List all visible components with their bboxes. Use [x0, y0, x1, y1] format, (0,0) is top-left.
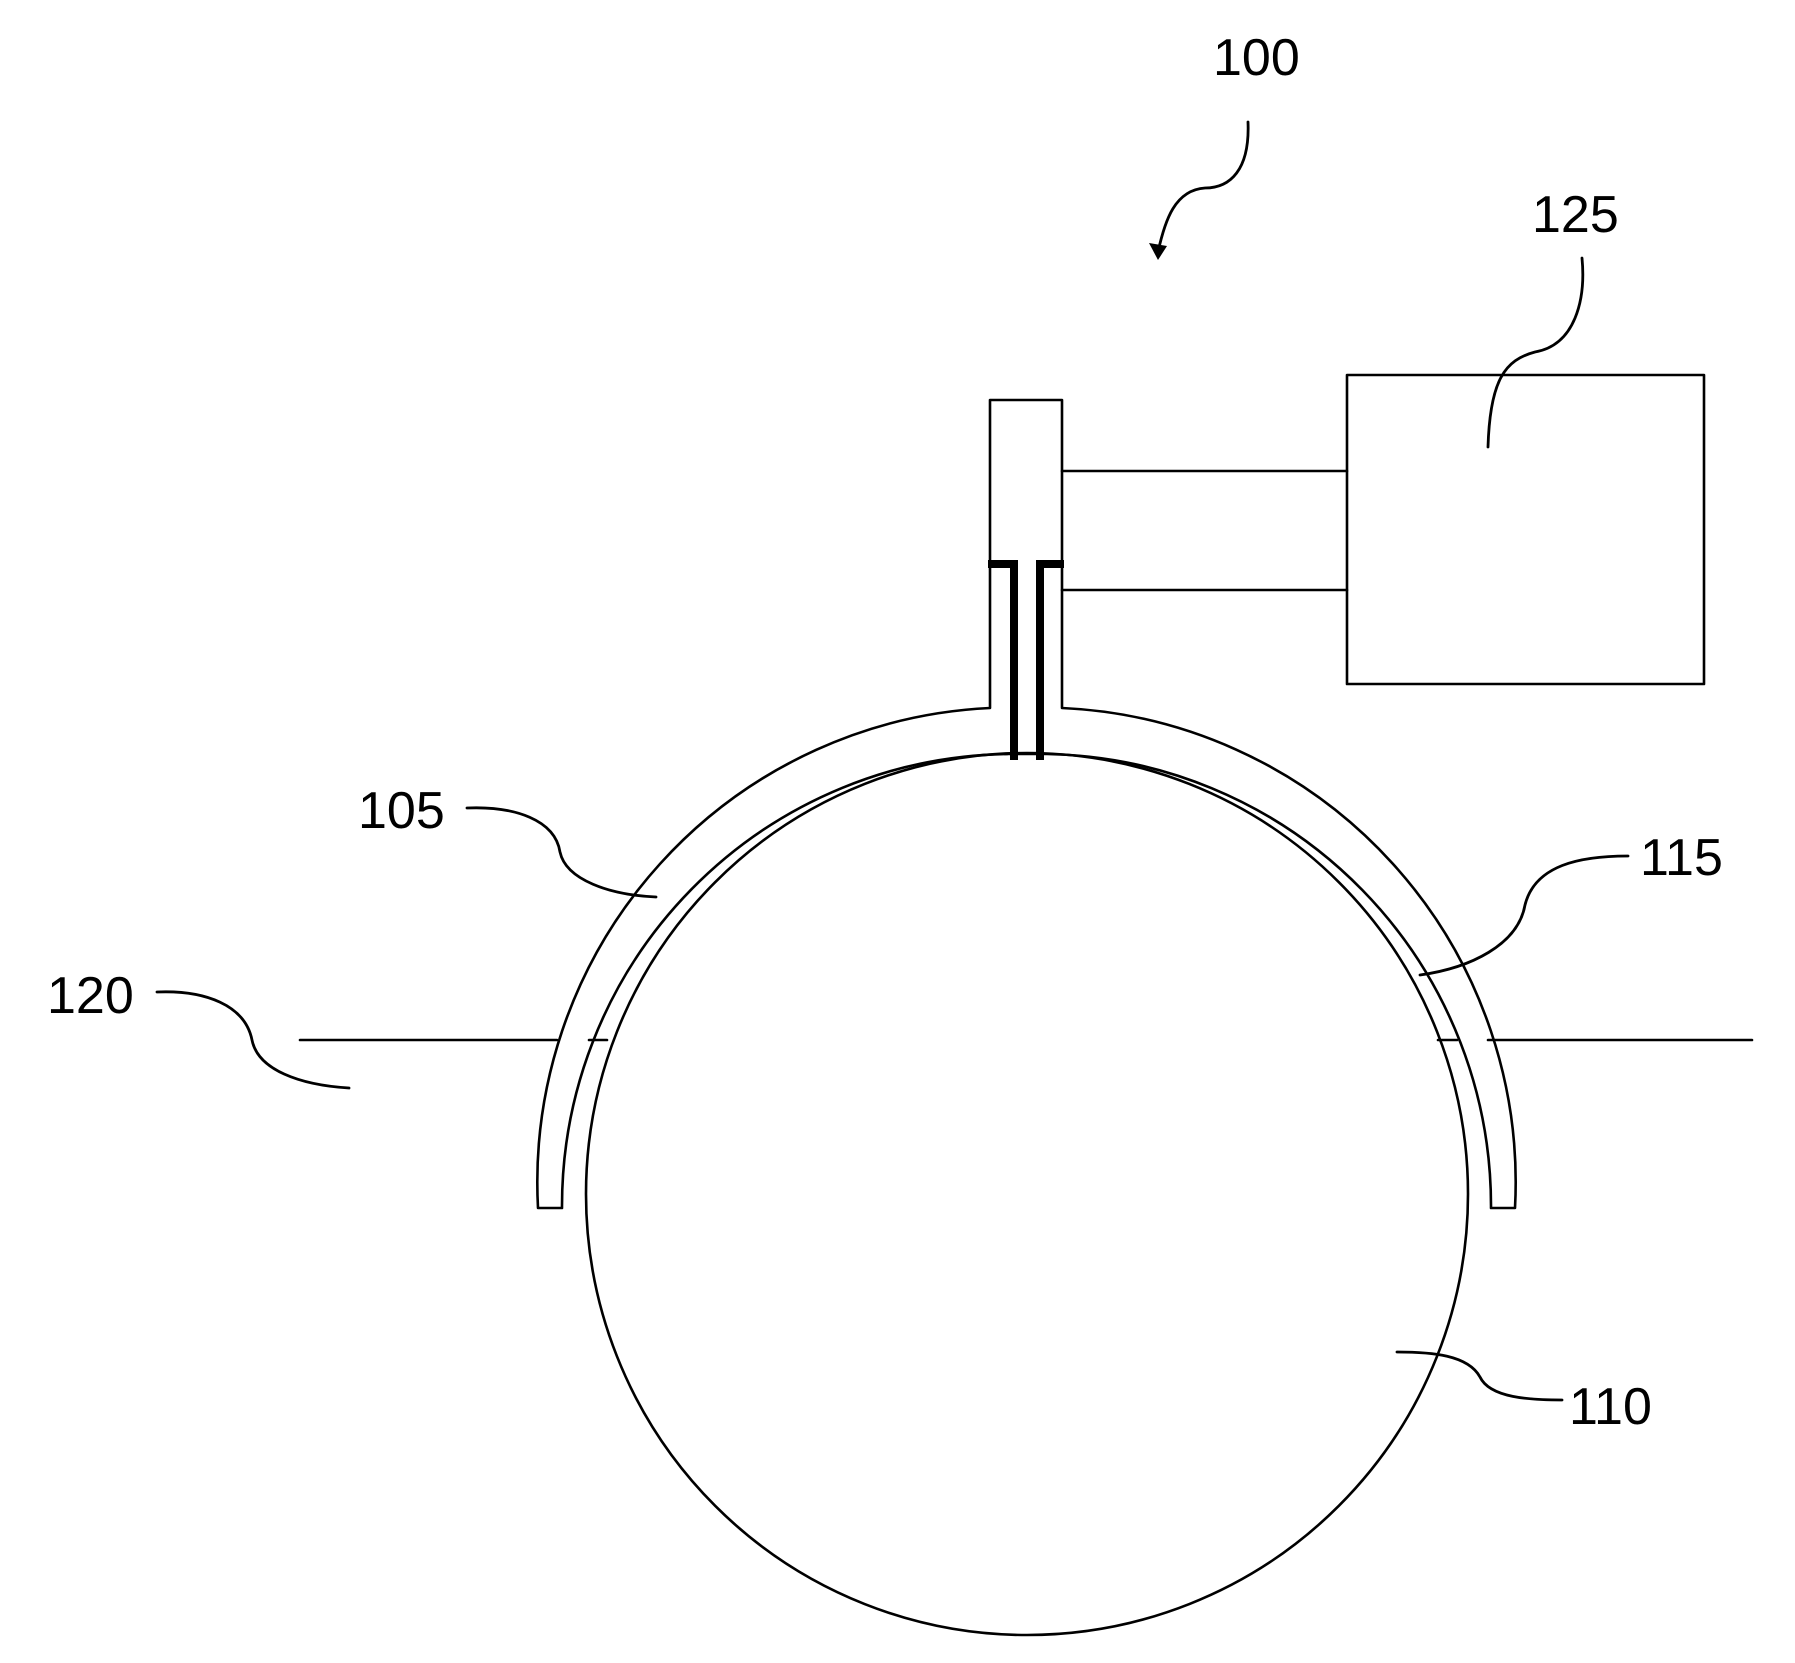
leader-105 — [467, 808, 656, 897]
controller-box — [1347, 375, 1704, 684]
leader-100 — [1158, 122, 1248, 252]
arrowhead-100 — [1149, 243, 1167, 260]
conduit — [992, 564, 1060, 756]
label-surface: 120 — [47, 967, 134, 1025]
connection-lines — [1062, 471, 1347, 590]
label-controller: 125 — [1532, 186, 1619, 244]
label-vessel: 110 — [1569, 1378, 1652, 1436]
label-gap: 115 — [1640, 829, 1723, 887]
leader-115 — [1420, 856, 1628, 975]
leader-lines — [157, 122, 1628, 1400]
vessel-circle — [586, 753, 1468, 1635]
cover-shell — [537, 400, 1515, 1208]
label-system: 100 — [1213, 29, 1300, 87]
leader-125 — [1488, 258, 1583, 447]
label-cover: 105 — [358, 782, 445, 840]
